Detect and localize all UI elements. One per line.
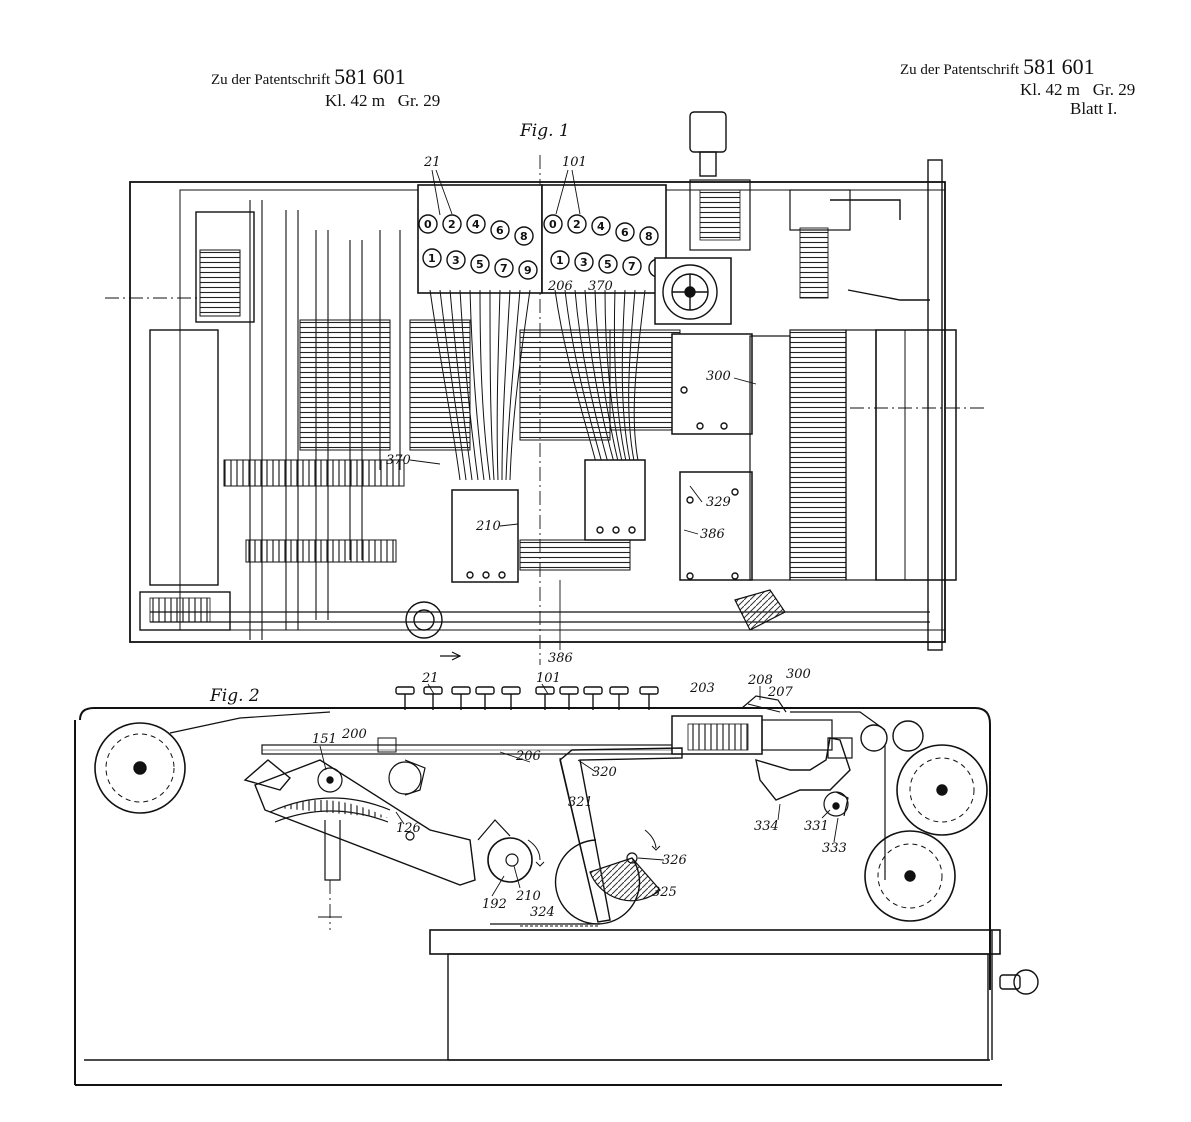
fig2-title: Fig. 2 xyxy=(209,686,260,706)
fig2-drawer xyxy=(447,953,989,1061)
fig1-label-386-bottom: 386 xyxy=(548,651,573,666)
svg-text:5: 5 xyxy=(476,258,484,271)
fig2-label-206: 206 xyxy=(515,749,541,764)
fig1-title: Fig. 1 xyxy=(519,121,570,141)
fig1-paper-roll xyxy=(875,329,957,581)
fig1-bottom-gear xyxy=(405,601,443,639)
fig2-key-stems xyxy=(395,686,659,710)
fig1: Fig. 1 xyxy=(105,111,985,666)
svg-text:6: 6 xyxy=(621,226,629,239)
fig2-label-208: 208 xyxy=(747,673,773,688)
fig2-drawer-top xyxy=(429,929,1001,955)
fig1-block-300 xyxy=(671,333,753,435)
svg-text:0: 0 xyxy=(549,218,557,231)
fig2-label-321: 321 xyxy=(568,795,593,810)
header-right-number: 581 601 xyxy=(1023,54,1095,79)
svg-text:7: 7 xyxy=(500,262,508,275)
svg-text:1: 1 xyxy=(428,252,436,265)
fig2-label-326: 326 xyxy=(662,853,687,868)
svg-text:3: 3 xyxy=(452,254,460,267)
fig2-cam xyxy=(388,761,422,795)
svg-text:4: 4 xyxy=(472,218,480,231)
header-left-prefix: Zu der Patentschrift xyxy=(211,72,331,88)
fig2-left-roll xyxy=(94,722,186,814)
fig2-pawl-334 xyxy=(755,737,851,801)
fig2-label-331: 331 xyxy=(804,819,829,834)
svg-text:2: 2 xyxy=(448,218,456,231)
svg-text:8: 8 xyxy=(520,230,528,243)
header-left-number: 581 601 xyxy=(334,64,406,89)
fig1-block-center xyxy=(584,459,646,541)
fig1-label-329: 329 xyxy=(706,495,731,510)
fig2-label-192: 192 xyxy=(482,897,507,912)
fig1-label-206: 206 xyxy=(547,279,573,294)
fig2-sector-325 xyxy=(554,839,641,925)
header-right-class: Kl. 42 m Gr. 29 xyxy=(1020,80,1136,99)
fig2-lever-126 xyxy=(254,759,476,886)
fig1-left-counter xyxy=(195,211,255,323)
svg-text:2: 2 xyxy=(573,218,581,231)
fig2-wheel-192 xyxy=(487,837,533,883)
fig2-label-210: 210 xyxy=(515,889,541,904)
fig2-label-126: 126 xyxy=(396,821,421,836)
fig1-keys-right: 0 2 4 6 8 1 3 5 7 9 xyxy=(543,214,668,278)
svg-text:4: 4 xyxy=(597,220,605,233)
header-left: Zu der Patentschrift 581 601 xyxy=(211,66,406,88)
fig1-handwheel xyxy=(662,264,718,320)
fig2-label-320: 320 xyxy=(592,765,617,780)
svg-text:7: 7 xyxy=(628,260,636,273)
fig2-label-203: 203 xyxy=(689,681,715,696)
fig1-label-300: 300 xyxy=(706,369,731,384)
fig2-label-207: 207 xyxy=(767,685,794,700)
fig2-label-21: 21 xyxy=(421,671,439,686)
fig1-left-rack xyxy=(299,319,391,451)
svg-text:3: 3 xyxy=(580,256,588,269)
fig2-lever-321 xyxy=(559,747,683,923)
fig2-casing xyxy=(79,707,991,990)
fig2-right-roll-bottom xyxy=(864,830,956,922)
fig1-label-386-right: 386 xyxy=(700,527,725,542)
fig2-label-334: 334 xyxy=(754,819,779,834)
fig2-label-324: 324 xyxy=(530,905,555,920)
fig2-label-101: 101 xyxy=(536,671,561,686)
header-right: Zu der Patentschrift 581 601 xyxy=(900,56,1095,78)
svg-text:0: 0 xyxy=(424,218,432,231)
fig2-label-325: 325 xyxy=(652,885,677,900)
fig1-label-21: 21 xyxy=(423,155,441,170)
fig1-label-210: 210 xyxy=(475,519,501,534)
fig1-left-housing xyxy=(149,329,219,586)
header-right-sheet: Blatt I. xyxy=(1070,99,1118,118)
fig1-label-370-top: 370 xyxy=(588,279,613,294)
fig2-label-333: 333 xyxy=(822,841,847,856)
fig1-ratchet-rack xyxy=(789,329,847,581)
fig1-top-knob xyxy=(689,111,727,153)
fig2-drawer-knob xyxy=(1013,969,1039,995)
fig1-keys-left: 0 2 4 6 8 1 3 5 7 9 xyxy=(418,214,538,280)
fig1-right-rail xyxy=(927,159,943,651)
fig2-label-300: 300 xyxy=(786,667,811,682)
svg-text:1: 1 xyxy=(556,254,564,267)
fig2: Fig. 2 xyxy=(74,667,1039,1086)
fig2-label-151: 151 xyxy=(312,732,337,747)
svg-text:8: 8 xyxy=(645,230,653,243)
svg-text:5: 5 xyxy=(604,258,612,271)
fig2-label-200: 200 xyxy=(341,727,367,742)
fig2-right-roll-top xyxy=(896,744,988,836)
header-left-class: Kl. 42 m Gr. 29 xyxy=(325,91,441,110)
header-right-prefix: Zu der Patentschrift xyxy=(900,62,1020,78)
svg-text:6: 6 xyxy=(496,224,504,237)
svg-text:9: 9 xyxy=(524,264,532,277)
fig1-block-329 xyxy=(679,471,753,581)
fig1-knob-stem xyxy=(699,151,717,177)
fig1-label-370-left: 370 xyxy=(386,453,411,468)
fig1-label-101: 101 xyxy=(562,155,587,170)
fig1-block-210 xyxy=(451,489,519,583)
